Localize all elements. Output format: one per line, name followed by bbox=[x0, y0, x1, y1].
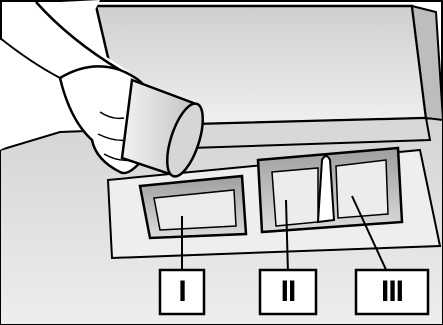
compartment-2-basin bbox=[272, 168, 318, 226]
compartment-label-3: III bbox=[364, 277, 420, 307]
compartment-3-basin bbox=[336, 160, 388, 218]
compartment-label-2: II bbox=[266, 277, 310, 307]
compartment-label-1: I bbox=[168, 277, 196, 307]
